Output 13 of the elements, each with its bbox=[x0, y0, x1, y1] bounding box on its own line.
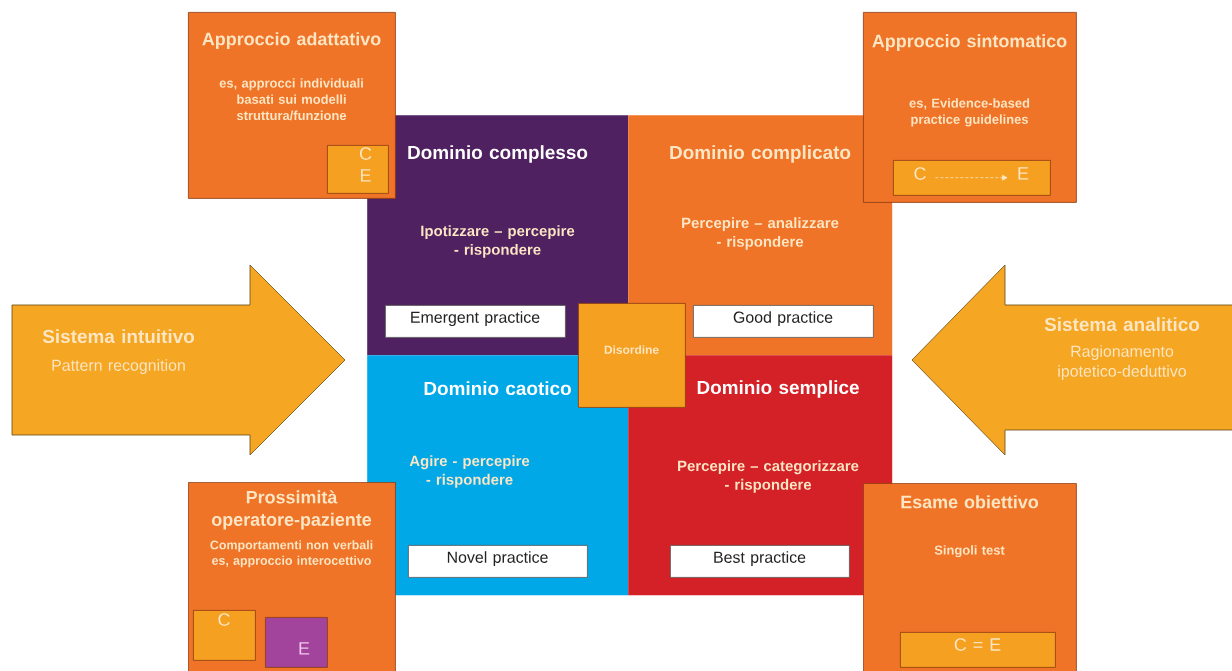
cause-box: C bbox=[193, 610, 256, 661]
effect-box: E bbox=[265, 617, 328, 668]
practice-box: Good practice bbox=[693, 305, 874, 338]
arrow bbox=[935, 174, 1008, 181]
cause-letter: C bbox=[914, 167, 926, 180]
practice-box: Best practice bbox=[670, 545, 850, 578]
disorder-box: Disordine bbox=[578, 303, 686, 408]
cause-effect-box: C E bbox=[327, 145, 389, 194]
practice-box: Novel practice bbox=[408, 545, 588, 578]
effect-letter: E bbox=[1018, 167, 1029, 180]
cause-effect-box bbox=[893, 160, 1051, 196]
cause-effect-box: C = E bbox=[900, 632, 1056, 668]
practice-box: Emergent practice bbox=[385, 305, 566, 338]
